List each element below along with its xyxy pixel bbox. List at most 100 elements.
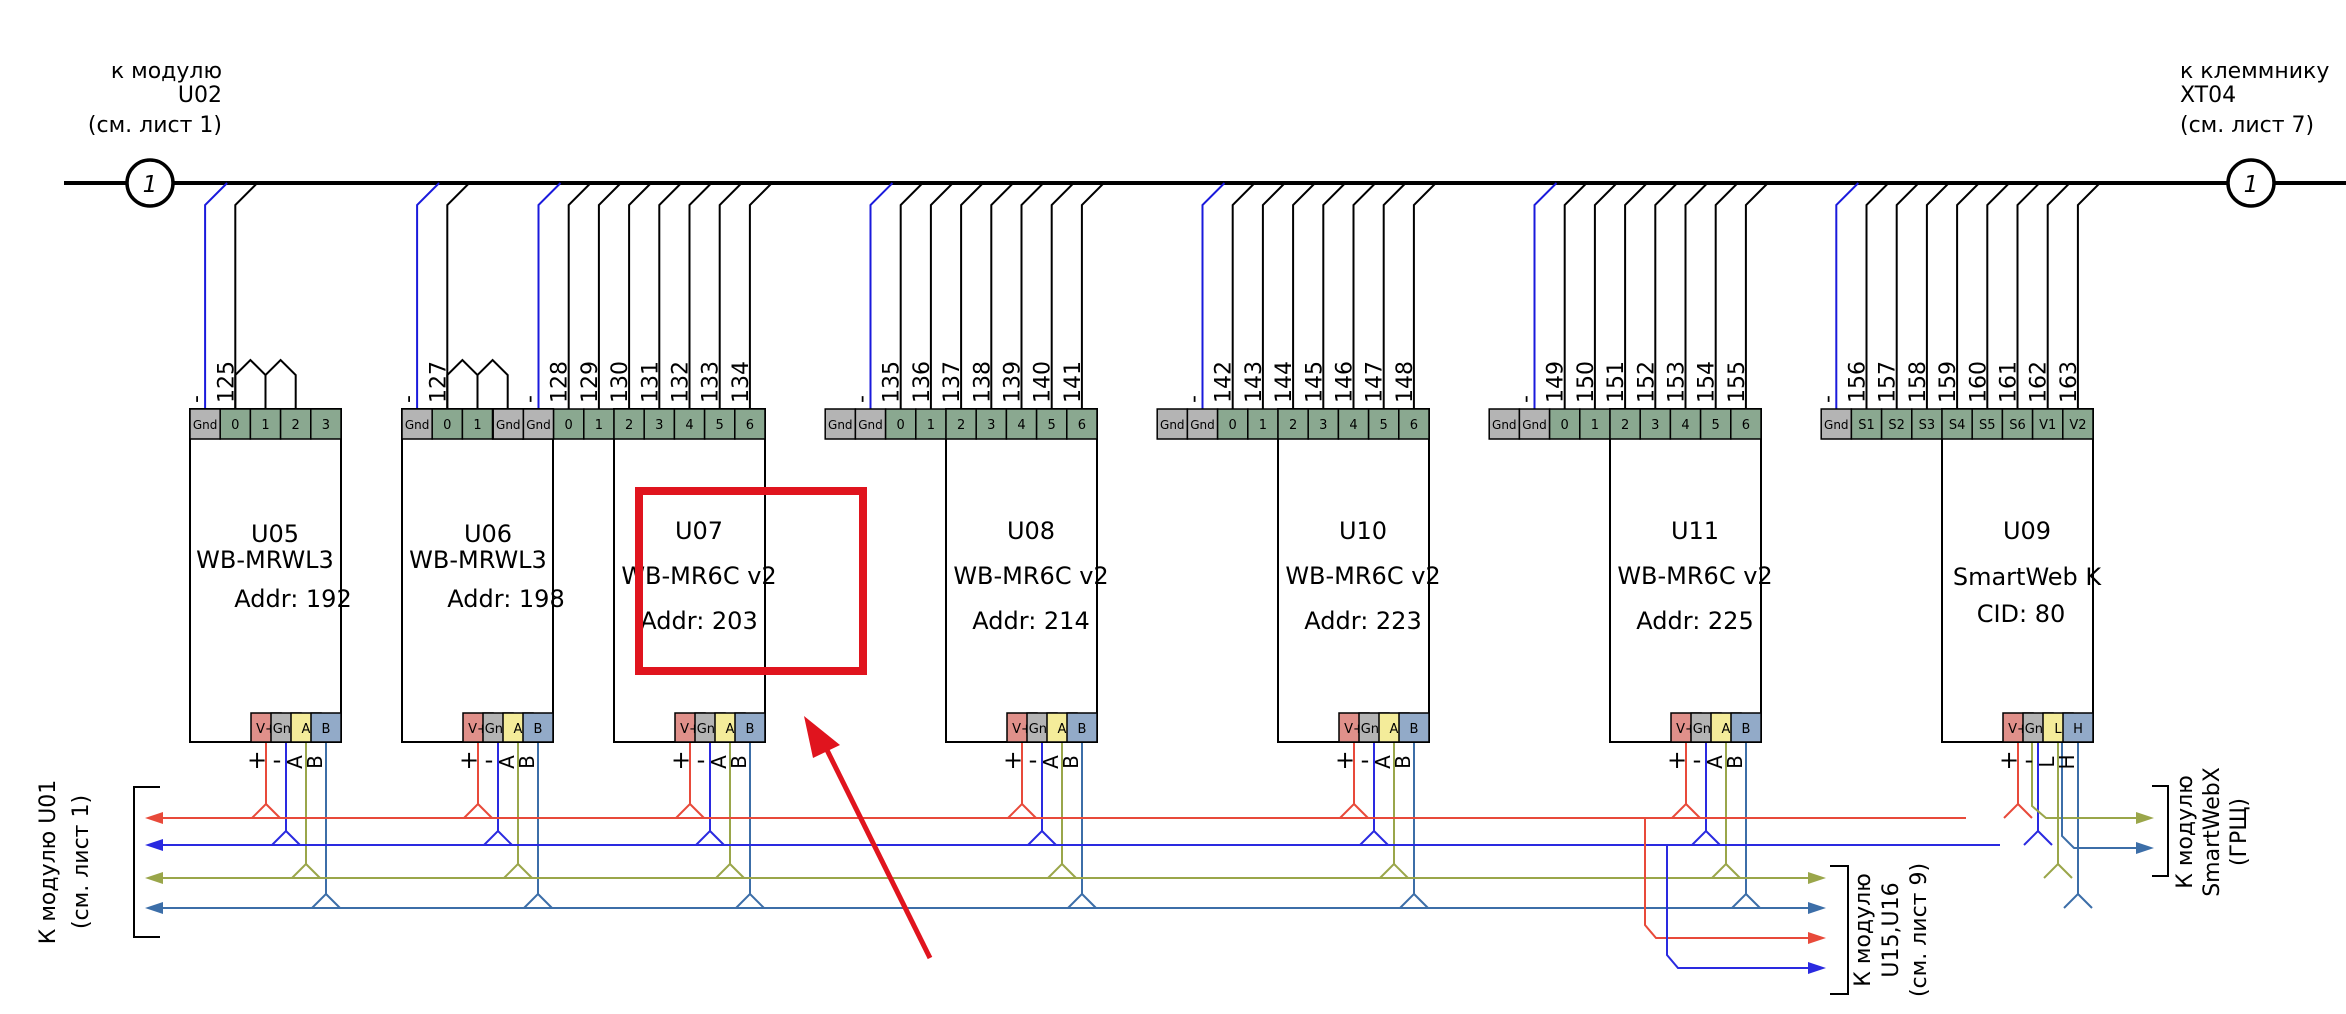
terminal	[1156, 408, 1189, 440]
terminal-label: 3	[1651, 418, 1659, 433]
right-bus-ref-line2: SmartWebX	[2200, 767, 2225, 897]
terminal	[734, 408, 766, 440]
jumper-wire	[264, 358, 297, 410]
bus-terminal	[1398, 712, 1430, 743]
bus-drop-join	[1081, 893, 1097, 909]
terminal-label: 0	[443, 418, 451, 433]
bus-drop-join	[1373, 830, 1389, 846]
bus-drop-join	[1021, 803, 1037, 819]
module-address: Addr: 214	[972, 607, 1089, 635]
terminal	[1639, 408, 1672, 440]
branch-arrow-red	[1808, 932, 1826, 944]
terminal	[1820, 408, 1853, 440]
wire-polarity-label: -	[1514, 395, 1539, 403]
smartweb-arrow-l	[2136, 812, 2154, 824]
bus-polarity-mark: +	[671, 746, 691, 774]
bus-arrow-left	[145, 902, 163, 914]
signal-wire	[1292, 182, 1316, 410]
neutral-wire	[204, 182, 228, 410]
bus-line-mark: A	[283, 755, 307, 769]
terminal-label: 3	[655, 418, 663, 433]
wire-number-label: 133	[699, 361, 724, 403]
wire-number-label: 150	[1574, 361, 1599, 403]
terminal	[522, 408, 555, 440]
bus-arrow-left	[145, 872, 163, 884]
module-id: U05	[251, 520, 299, 548]
terminal-label: 0	[1561, 418, 1569, 433]
terminal	[703, 408, 736, 440]
bus-drop-join	[1041, 830, 1057, 846]
module-id: U10	[1339, 517, 1387, 545]
bus-drop-join	[2057, 863, 2073, 879]
module-box	[189, 408, 342, 743]
bus-drop-join	[2017, 803, 2033, 819]
wire-polarity-label: -	[1182, 395, 1207, 403]
bus-polarity-mark: +	[1999, 746, 2019, 774]
signal-wire	[567, 182, 592, 410]
signal-wire	[597, 182, 622, 410]
wire-polarity-label: -	[850, 395, 875, 403]
terminal-label: 3	[1319, 418, 1327, 433]
signal-wire	[1050, 182, 1075, 410]
branch-line-blue	[1666, 845, 1808, 969]
bus-polarity-mark: -	[2025, 746, 2034, 774]
wire-number-label: 161	[1997, 361, 2022, 403]
module-address: Addr: 192	[234, 585, 351, 613]
signal-wire	[1231, 182, 1256, 410]
left-ref-line1: к модулю	[111, 59, 222, 84]
bus-line-mark: H	[2055, 754, 2079, 769]
terminal-label: 1	[473, 418, 481, 433]
terminal-label: 1	[1591, 418, 1599, 433]
terminal-label: 2	[957, 418, 965, 433]
terminal-label: 1	[927, 418, 935, 433]
wire-number-label: 135	[880, 361, 905, 403]
terminal-label: 5	[1712, 418, 1720, 433]
rs485-bus-lines	[145, 742, 2154, 974]
middle-bus-ref-line2: U15,U16	[1879, 882, 1904, 977]
module-box	[1941, 408, 2094, 743]
module-id: U11	[1671, 517, 1719, 545]
terminal-label: Gnd	[1160, 418, 1185, 432]
bus-terminal	[310, 712, 342, 743]
wire-number-label: 156	[1846, 361, 1871, 403]
bus-terminal	[734, 712, 766, 743]
signal-wire	[446, 182, 471, 410]
bus-terminal-label: B	[1078, 722, 1087, 737]
terminal	[1730, 408, 1762, 440]
terminal-label: Gnd	[1522, 418, 1547, 432]
neutral-wire	[537, 182, 562, 410]
wire-number-label: 159	[1936, 361, 1961, 403]
signal-wire	[718, 182, 743, 410]
terminal-label: 4	[685, 418, 693, 433]
signal-wire	[1352, 182, 1377, 410]
wire-number-label: 139	[1001, 361, 1026, 403]
bus-drop-join	[2077, 893, 2093, 909]
signal-wire	[1412, 182, 1437, 410]
signal-wire	[1744, 182, 1769, 410]
module-box	[1277, 408, 1430, 743]
bus-drop-join	[1393, 863, 1409, 879]
bus-terminal	[1066, 712, 1098, 743]
wire-number-label: 151	[1604, 361, 1629, 403]
wire-number-label: 154	[1695, 361, 1720, 403]
bus-terminal-label: A	[726, 722, 735, 737]
wire-number-label: 143	[1242, 361, 1267, 403]
terminal-label: 4	[1349, 418, 1357, 433]
bus-polarity-mark: +	[247, 746, 267, 774]
terminal	[310, 408, 342, 440]
neutral-wire	[416, 182, 440, 410]
module-address: Addr: 225	[1636, 607, 1753, 635]
wire-number-label: 129	[578, 361, 603, 403]
wire-polarity-label: -	[1815, 395, 1840, 403]
terminal	[1398, 408, 1430, 440]
signal-wire	[2046, 182, 2071, 410]
terminal	[552, 408, 585, 440]
module-address: Addr: 203	[640, 607, 757, 635]
signal-wire	[1986, 182, 2011, 410]
bus-drop-join	[1353, 803, 1369, 819]
bus-terminal-label: B	[1410, 722, 1419, 737]
bus-arrow-right	[1808, 872, 1826, 884]
